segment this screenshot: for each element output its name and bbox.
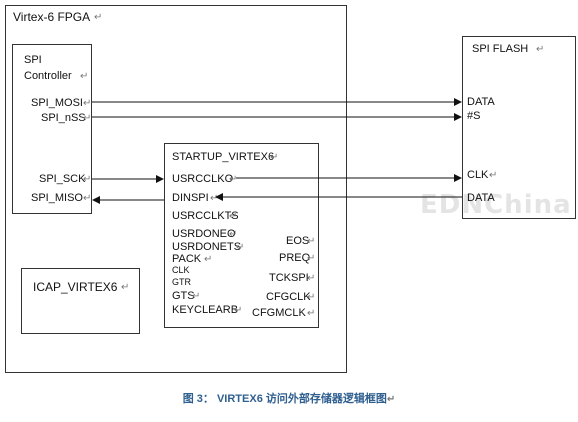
fpga-boundary [5,5,347,373]
pilcrow-mark: ↵ [489,170,498,181]
icap-title: ICAP_VIRTEX6 [33,280,118,294]
startup-pin-usrdonets: USRDONETS [172,241,242,253]
spi-controller-title-2: Controller [24,70,72,82]
pilcrow-mark: ↵ [307,308,316,319]
pilcrow-mark: ↵ [192,291,201,302]
flash-title: SPI FLASH [472,43,529,55]
figure-caption: 图 3： VIRTEX6 访问外部存储器逻辑框图↵ [0,390,578,406]
pilcrow-mark: ↵ [234,305,243,316]
startup-pin-keyclearb: KEYCLEARB [172,304,239,316]
pilcrow-mark: ↵ [94,12,103,23]
spi-controller-box [12,44,92,214]
pilcrow-mark: ↵ [121,282,130,293]
startup-pin-usrcclko: USRCCLKO [172,173,234,185]
caption-text: 图 3： VIRTEX6 访问外部存储器逻辑框图 [182,393,387,405]
pilcrow-mark: ↵ [83,174,92,185]
signal-wires [92,98,462,204]
pilcrow-mark: ↵ [83,113,92,124]
pilcrow-mark: ↵ [80,71,89,82]
flash-pin-data-out: DATA [467,192,495,204]
flash-pin-clk: CLK [467,169,489,181]
pilcrow-mark: ↵ [307,273,316,284]
pilcrow-mark: ↵ [229,229,238,240]
pilcrow-mark: ↵ [83,193,92,204]
flash-pin-data-in: DATA [467,96,495,108]
pilcrow-mark: ↵ [210,193,219,204]
startup-virtex6-box [164,143,319,328]
startup-pin-gts: GTS [172,290,195,302]
pilcrow-mark: ↵ [83,98,92,109]
pilcrow-mark: ↵ [229,211,238,222]
spi-flash-box [462,36,576,219]
pilcrow-mark: ↵ [307,236,316,247]
pilcrow-mark: ↵ [307,292,316,303]
fpga-title: Virtex-6 FPGA [13,10,91,24]
startup-pin-pack: PACK [172,253,202,265]
pin-spi-sck: SPI_SCK [39,173,86,185]
spi-controller-title-1: SPI [24,54,42,66]
startup-pin-cfgmclk: CFGMCLK [252,307,306,319]
pilcrow-mark: ↵ [229,174,238,185]
pin-spi-mosi: SPI_MOSI [31,97,83,109]
startup-pin-clk: CLK [172,265,190,275]
startup-pin-eos: EOS [286,235,310,247]
startup-title: STARTUP_VIRTEX6 [172,151,275,163]
pin-spi-nss: SPI_nSS [41,112,86,124]
flash-pin-ns: #S [467,110,481,122]
pin-spi-miso: SPI_MISO [31,192,83,204]
pilcrow-mark: ↵ [307,253,316,264]
startup-pin-preq: PREQ [279,252,311,264]
startup-pin-usrcclkts: USRCCLKTS [172,210,239,222]
watermark: EDNChina [420,190,572,220]
startup-pin-dinspi: DINSPI [172,192,209,204]
startup-pin-cfgclk: CFGCLK [266,291,311,303]
icap-virtex6-box [21,268,140,334]
startup-pin-usrdoneo: USRDONEO [172,228,236,240]
pilcrow-mark: ↵ [236,242,245,253]
startup-pin-gtr: GTR [172,277,191,287]
pilcrow-mark: ↵ [204,254,213,265]
startup-pin-tckspi: TCKSPI [269,272,309,284]
pilcrow-mark: ↵ [536,44,545,55]
pilcrow-mark: ↵ [386,394,396,405]
pilcrow-mark: ↵ [270,152,279,163]
